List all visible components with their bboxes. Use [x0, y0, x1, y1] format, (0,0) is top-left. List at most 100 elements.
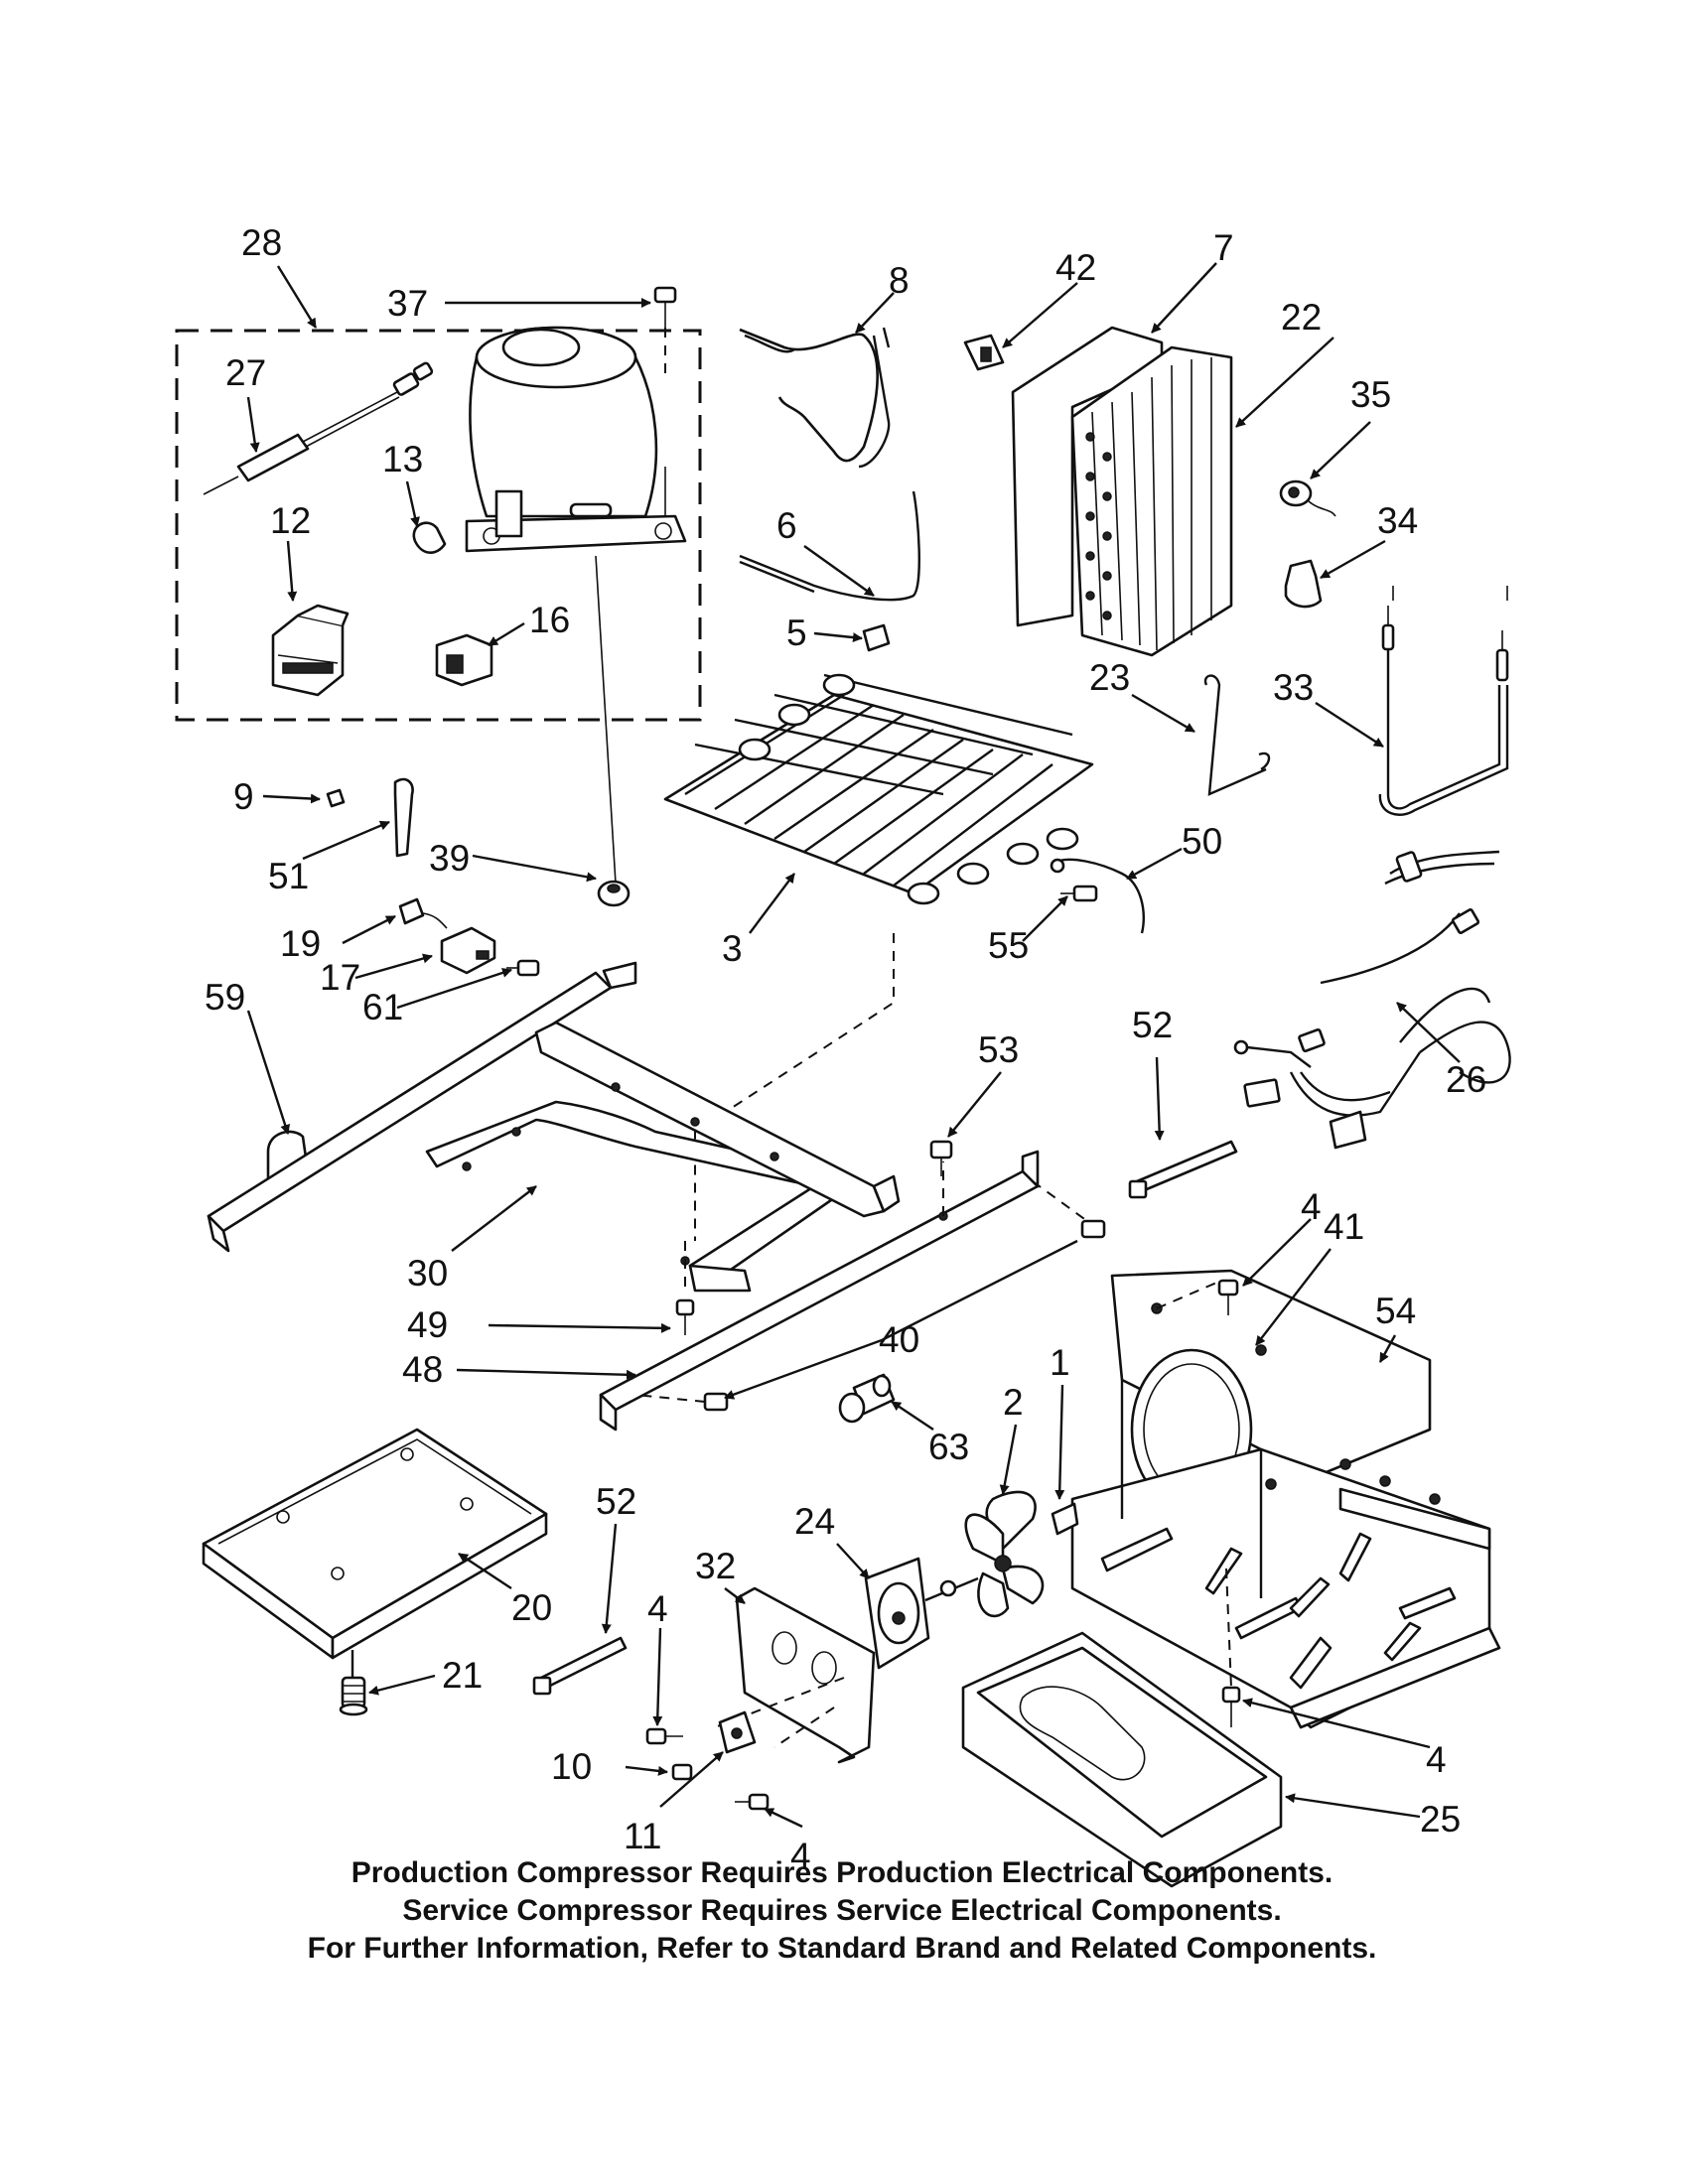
callout-1: 1 [1050, 1342, 1070, 1383]
callout-28: 28 [241, 222, 282, 263]
callout-9: 9 [233, 776, 254, 817]
callout-7: 7 [1213, 227, 1234, 268]
part-52-tie-upper [1128, 1140, 1238, 1199]
part-32-bracket [714, 1586, 876, 1764]
callout-24: 24 [794, 1501, 835, 1542]
footer-line-1: Production Compressor Requires Productio… [351, 1856, 1333, 1889]
callout-52-lower: 52 [596, 1481, 636, 1522]
callout-41: 41 [1324, 1206, 1364, 1247]
part-41-machine-base [1070, 1269, 1501, 1729]
compressor-leader-line [595, 555, 617, 885]
part-21-foot [339, 1676, 368, 1716]
callout-20: 20 [511, 1587, 552, 1628]
condenser-bends [738, 673, 1079, 905]
callout-6: 6 [776, 505, 797, 546]
part-13-clip [412, 521, 447, 554]
callout-13: 13 [382, 439, 423, 479]
part-49-screw [675, 1241, 695, 1335]
part-19-cap [398, 897, 448, 929]
callout-37: 37 [387, 283, 428, 324]
part-33-tube [1378, 586, 1509, 816]
part-37-screw [653, 286, 677, 377]
callout-55: 55 [988, 925, 1029, 966]
callout-35: 35 [1350, 374, 1391, 415]
part-23-wire [1203, 674, 1271, 796]
part-51-tube [393, 777, 414, 858]
part-24-fan-motor [864, 1557, 979, 1670]
footer-line-2: Service Compressor Requires Service Elec… [402, 1894, 1282, 1927]
part-40-screw-b [634, 1392, 729, 1412]
callout-30: 30 [407, 1253, 448, 1294]
part-39-grommet [597, 880, 631, 907]
part-48-rail [599, 1150, 1088, 1432]
callout-48: 48 [402, 1349, 443, 1390]
part-12-relay [271, 604, 350, 697]
part-11-plate [718, 1710, 757, 1754]
callout-17: 17 [320, 957, 360, 998]
part-53-screw [929, 1140, 953, 1176]
callout-16: 16 [529, 600, 570, 640]
callout-50: 50 [1182, 821, 1222, 862]
callout-10: 10 [551, 1746, 592, 1787]
part-27-dryer [203, 361, 434, 495]
callout-labels: 28 37 27 13 12 16 8 42 7 22 35 34 6 5 23… [205, 222, 1486, 1876]
part-4-screw-base [1221, 1686, 1241, 1727]
callout-49: 49 [407, 1304, 448, 1345]
part-6-tube [739, 490, 920, 602]
part-52-tie-lower [532, 1636, 628, 1696]
callout-54: 54 [1375, 1291, 1416, 1331]
callout-32: 32 [695, 1546, 736, 1586]
callout-4-upper: 4 [1301, 1186, 1322, 1227]
part-17-capacitor [440, 926, 496, 975]
callout-39: 39 [429, 838, 470, 879]
part-22-evaporator [1070, 345, 1233, 657]
part-1-bracket [1051, 1502, 1079, 1536]
part-35-thermostat [1279, 479, 1336, 517]
callout-52-upper: 52 [1132, 1005, 1173, 1045]
part-42-bracket [963, 334, 1005, 371]
callout-11: 11 [624, 1816, 661, 1856]
compressor-kit-group [175, 329, 702, 722]
callout-53: 53 [978, 1029, 1019, 1070]
callout-26: 26 [1446, 1059, 1486, 1100]
part-5-clip [862, 623, 891, 652]
callout-21: 21 [442, 1655, 483, 1696]
part-3-condenser [663, 673, 1094, 1241]
part-34-clip [1284, 559, 1323, 609]
part-4-screw-left [645, 1727, 683, 1745]
callout-27: 27 [225, 352, 266, 393]
part-26-harness [1233, 850, 1511, 1150]
callout-5: 5 [786, 613, 807, 653]
callout-12: 12 [270, 500, 311, 541]
part-8-tube [739, 327, 891, 469]
leader-lines [246, 262, 1461, 1829]
callout-23: 23 [1089, 657, 1130, 698]
footer-notes: Production Compressor Requires Productio… [0, 1854, 1684, 1968]
callout-51: 51 [268, 856, 309, 896]
callout-61: 61 [362, 987, 403, 1027]
callout-25: 25 [1420, 1799, 1461, 1840]
callout-19: 19 [280, 923, 321, 964]
callout-4-left: 4 [647, 1588, 668, 1629]
part-9-plug [326, 788, 346, 808]
part-40-screw-a [1080, 1219, 1106, 1239]
compressor [465, 326, 687, 553]
callout-40: 40 [879, 1319, 919, 1360]
part-16-overload [435, 633, 493, 687]
callout-34: 34 [1377, 500, 1418, 541]
callout-3: 3 [722, 928, 743, 969]
part-10-screw [671, 1763, 693, 1781]
part-2-fan-blade [964, 1490, 1045, 1618]
part-4-screw-upper [1217, 1279, 1239, 1315]
callout-4-lower: 4 [790, 1836, 811, 1876]
callout-22: 22 [1281, 297, 1322, 338]
part-20-cover-panel [202, 1428, 548, 1678]
callout-8: 8 [889, 260, 910, 301]
part-61-screw [506, 959, 540, 977]
callout-59: 59 [205, 977, 245, 1018]
part-55-screw [1060, 885, 1098, 902]
part-63-bushing [838, 1373, 896, 1424]
callout-4-right: 4 [1426, 1739, 1447, 1780]
part-30-frame [207, 961, 901, 1293]
